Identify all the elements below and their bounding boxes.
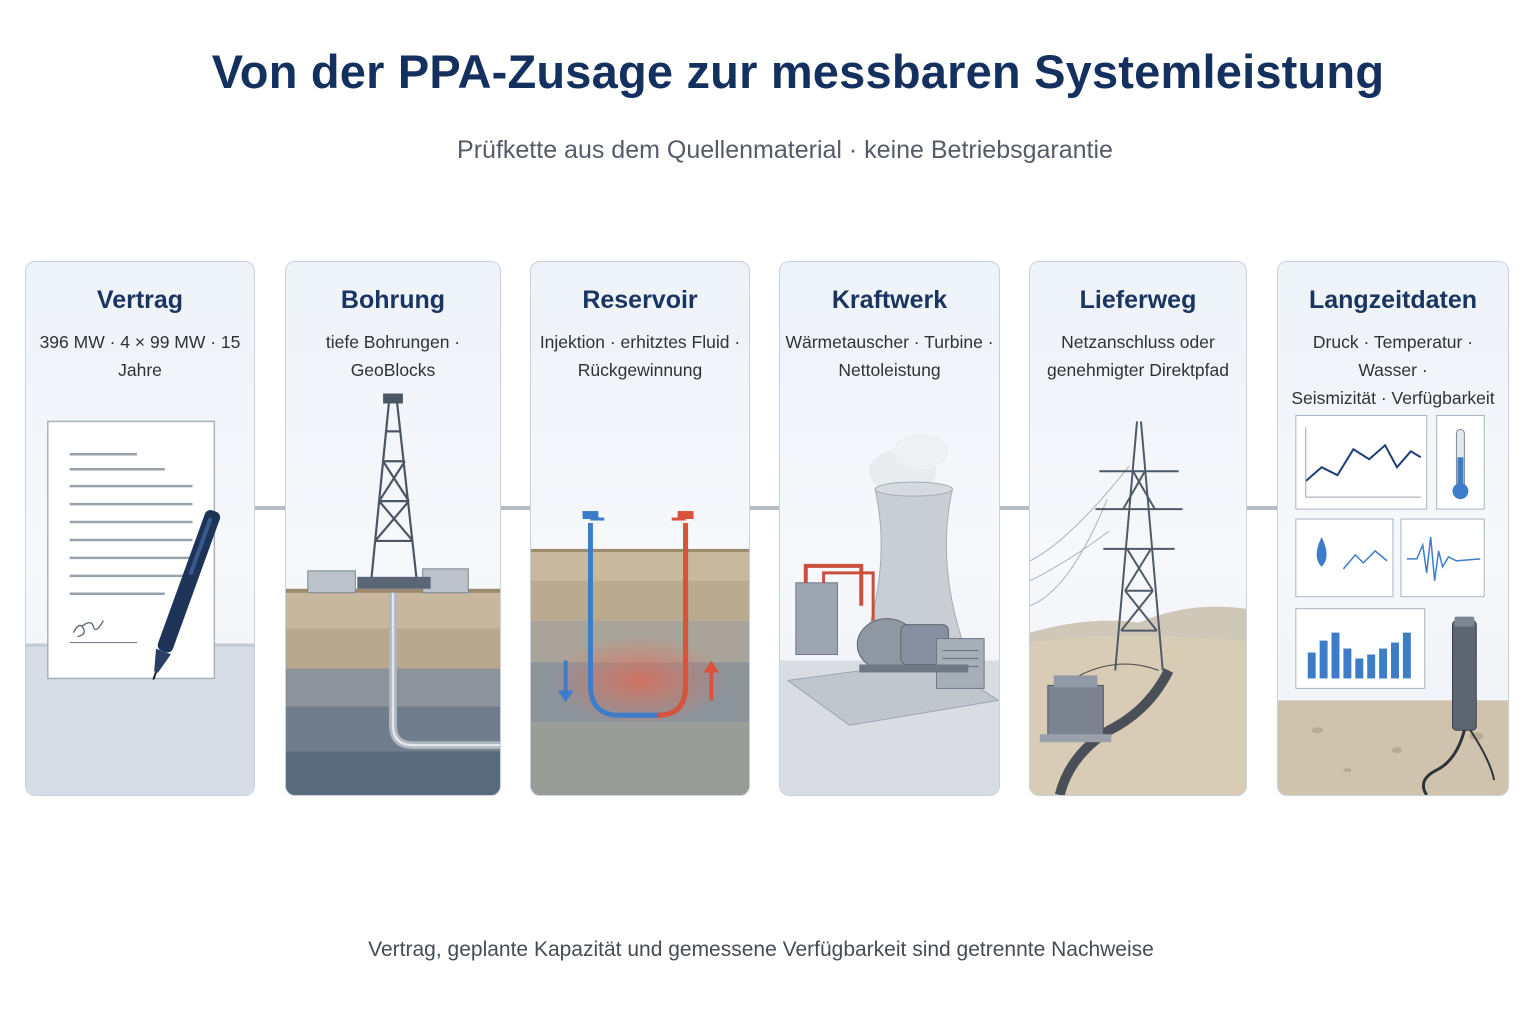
step-panel-reservoir: Reservoir Injektion · erhitztes Fluid ·R… [530,261,750,796]
step-description: Injektion · erhitztes Fluid ·Rückgewinnu… [539,332,741,380]
step-description: 396 MW · 4 × 99 MW · 15 Jahre [39,332,241,380]
drilling-rig-icon [286,393,500,795]
step-title: Vertrag [96,286,184,314]
connector-2-3 [500,506,532,510]
monitoring-dashboard-icon [1278,414,1508,795]
step-panel-vertrag: Vertrag 396 MW · 4 × 99 MW · 15 Jahre [25,261,255,796]
step-title: Lieferweg [1079,286,1197,314]
step-title: Reservoir [582,286,698,314]
step-title: Kraftwerk [831,286,948,314]
step-title: Langzeitdaten [1308,286,1478,314]
page-title: Von der PPA-Zusage zur messbaren Systeml… [211,45,1385,98]
connector-4-5 [999,506,1031,510]
connector-3-4 [749,506,781,510]
step-description: Druck · Temperatur · Wasser ·Seismizität… [1291,332,1495,408]
reservoir-loop-icon [531,511,749,795]
power-plant-icon [780,433,999,795]
step-panel-bohrung: Bohrung tiefe Bohrungen · GeoBlocks [285,261,501,796]
step-title: Bohrung [340,286,446,314]
page-subtitle: Prüfkette aus dem Quellenmaterial · kein… [457,136,1113,164]
step-panel-langzeitdaten: Langzeitdaten Druck · Temperatur · Wasse… [1277,261,1509,796]
connector-5-6 [1246,506,1278,510]
footer-note: Vertrag, geplante Kapazität und gemessen… [368,938,1154,961]
connector-1-2 [254,506,286,510]
step-description: tiefe Bohrungen · GeoBlocks [325,332,461,380]
transmission-tower-icon [1030,421,1246,795]
contract-pen-icon [26,420,254,795]
step-description: Wärmetauscher · Turbine ·Nettoleistung [785,332,994,380]
step-panel-kraftwerk: Kraftwerk Wärmetauscher · Turbine ·Netto… [779,261,1000,796]
